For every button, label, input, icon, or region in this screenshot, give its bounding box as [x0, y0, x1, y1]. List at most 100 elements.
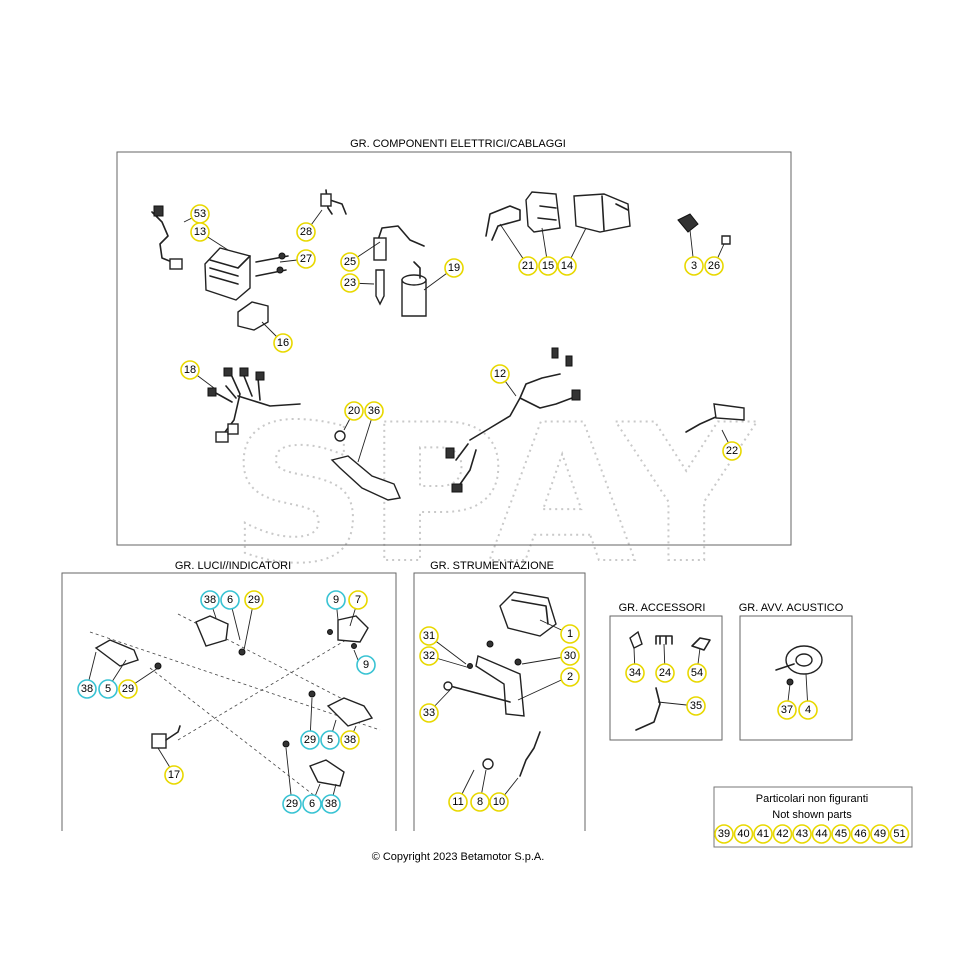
svg-text:28: 28 [300, 226, 312, 238]
copyright: © Copyright 2023 Betamotor S.p.A. [372, 851, 545, 863]
svg-text:53: 53 [194, 208, 206, 220]
not-shown-part-51: 51 [889, 824, 910, 844]
svg-text:25: 25 [344, 256, 356, 268]
svg-text:32: 32 [423, 650, 435, 662]
callout-24: 24 [655, 663, 675, 683]
group-title-instruments: GR. STRUMENTAZIONE [430, 560, 554, 572]
not-shown-part-40: 40 [733, 824, 754, 844]
callout-29-light-d: 29 [282, 794, 302, 814]
grommet-drawing [691, 637, 711, 651]
svg-text:2: 2 [567, 671, 573, 683]
callout-11: 11 [448, 792, 468, 812]
part-drawings-electrical [151, 189, 745, 501]
svg-text:36: 36 [368, 405, 380, 417]
svg-text:13: 13 [194, 226, 206, 238]
part-drawings-horn [775, 645, 823, 686]
callout-38-light-a: 38 [200, 590, 220, 610]
callout-23: 23 [340, 273, 360, 293]
cable-drawing [685, 415, 719, 433]
svg-text:43: 43 [796, 828, 808, 840]
svg-text:33: 33 [423, 707, 435, 719]
plate-light-drawing [151, 733, 167, 749]
svg-text:54: 54 [691, 667, 703, 679]
callout-2: 2 [560, 667, 580, 687]
callouts: 53 13 28 27 16 25 23 19 21 15 14 3 26 18… [77, 204, 818, 814]
group-accessories: GR. ACCESSORI [609, 602, 723, 741]
callout-33: 33 [419, 703, 439, 723]
callout-1: 1 [560, 624, 580, 644]
svg-text:29: 29 [304, 734, 316, 746]
not-shown-part-49: 49 [870, 824, 890, 844]
svg-text:42: 42 [776, 828, 788, 840]
svg-text:12: 12 [494, 368, 506, 380]
regulator-drawing [204, 247, 251, 301]
mounting-plate-drawing [330, 455, 401, 501]
svg-text:29: 29 [122, 683, 134, 695]
callout-53: 53 [190, 204, 210, 224]
plug-cap-drawing [377, 225, 425, 247]
svg-text:6: 6 [309, 798, 315, 810]
svg-text:34: 34 [629, 667, 641, 679]
group-title-horn: GR. AVV. ACUSTICO [739, 602, 844, 614]
not-shown-part-42: 42 [772, 824, 793, 844]
svg-text:44: 44 [815, 828, 827, 840]
callout-38-light-c: 38 [340, 730, 360, 750]
svg-text:1: 1 [567, 628, 573, 640]
svg-text:35: 35 [690, 700, 702, 712]
cable-tie-drawing [635, 687, 661, 731]
callout-8: 8 [470, 792, 490, 812]
svg-text:40: 40 [737, 828, 749, 840]
bracket-drawing [485, 205, 521, 241]
callout-12: 12 [490, 364, 510, 384]
callout-35: 35 [686, 696, 706, 716]
relay-drawing [677, 213, 699, 233]
callout-29-light-c: 29 [300, 730, 320, 750]
svg-text:29: 29 [286, 798, 298, 810]
callout-20: 20 [344, 401, 364, 421]
callout-26: 26 [704, 256, 724, 276]
cable-drawing-instr [519, 731, 541, 777]
part-drawings-lights [89, 613, 381, 801]
indicator-front-right-drawing [326, 697, 374, 727]
callout-17: 17 [164, 765, 184, 785]
part-drawings-instruments [443, 591, 557, 777]
svg-text:16: 16 [277, 337, 289, 349]
svg-text:19: 19 [448, 262, 460, 274]
bolt-drawing [449, 685, 511, 703]
watermark: SPAY [229, 383, 759, 606]
svg-text:45: 45 [835, 828, 847, 840]
svg-text:38: 38 [81, 683, 93, 695]
svg-text:51: 51 [893, 828, 905, 840]
svg-text:9: 9 [333, 594, 339, 606]
callout-13: 13 [190, 222, 210, 242]
callout-32: 32 [419, 646, 439, 666]
svg-text:30: 30 [564, 650, 576, 662]
callout-22: 22 [722, 441, 742, 461]
callout-38-light-d: 38 [321, 794, 341, 814]
svg-text:37: 37 [781, 704, 793, 716]
dashboard-drawing [499, 591, 557, 637]
callout-38-light-b: 38 [77, 679, 97, 699]
svg-text:27: 27 [300, 253, 312, 265]
svg-text:29: 29 [248, 594, 260, 606]
callout-19: 19 [444, 258, 464, 278]
taillight-drawing [337, 615, 369, 643]
callout-5-light-b: 5 [320, 730, 340, 750]
sensor-wire-drawing [151, 211, 173, 263]
group-lights: GR. LUCI//INDICATORI [61, 560, 397, 831]
secondary-harness-drawing [445, 347, 581, 493]
ecu-drawing [525, 191, 561, 233]
group-title-lights: GR. LUCI//INDICATORI [175, 560, 291, 572]
svg-text:31: 31 [423, 630, 435, 642]
indicator-rear-left-drawing [195, 615, 229, 647]
svg-text:5: 5 [105, 683, 111, 695]
callout-29-light-a: 29 [244, 590, 264, 610]
svg-text:38: 38 [344, 734, 356, 746]
svg-text:7: 7 [355, 594, 361, 606]
callout-31: 31 [419, 626, 439, 646]
spark-plug-drawing [375, 269, 385, 306]
callout-18: 18 [180, 360, 200, 380]
clamp-drawing [655, 635, 673, 645]
callout-9-light-a: 9 [326, 590, 346, 610]
